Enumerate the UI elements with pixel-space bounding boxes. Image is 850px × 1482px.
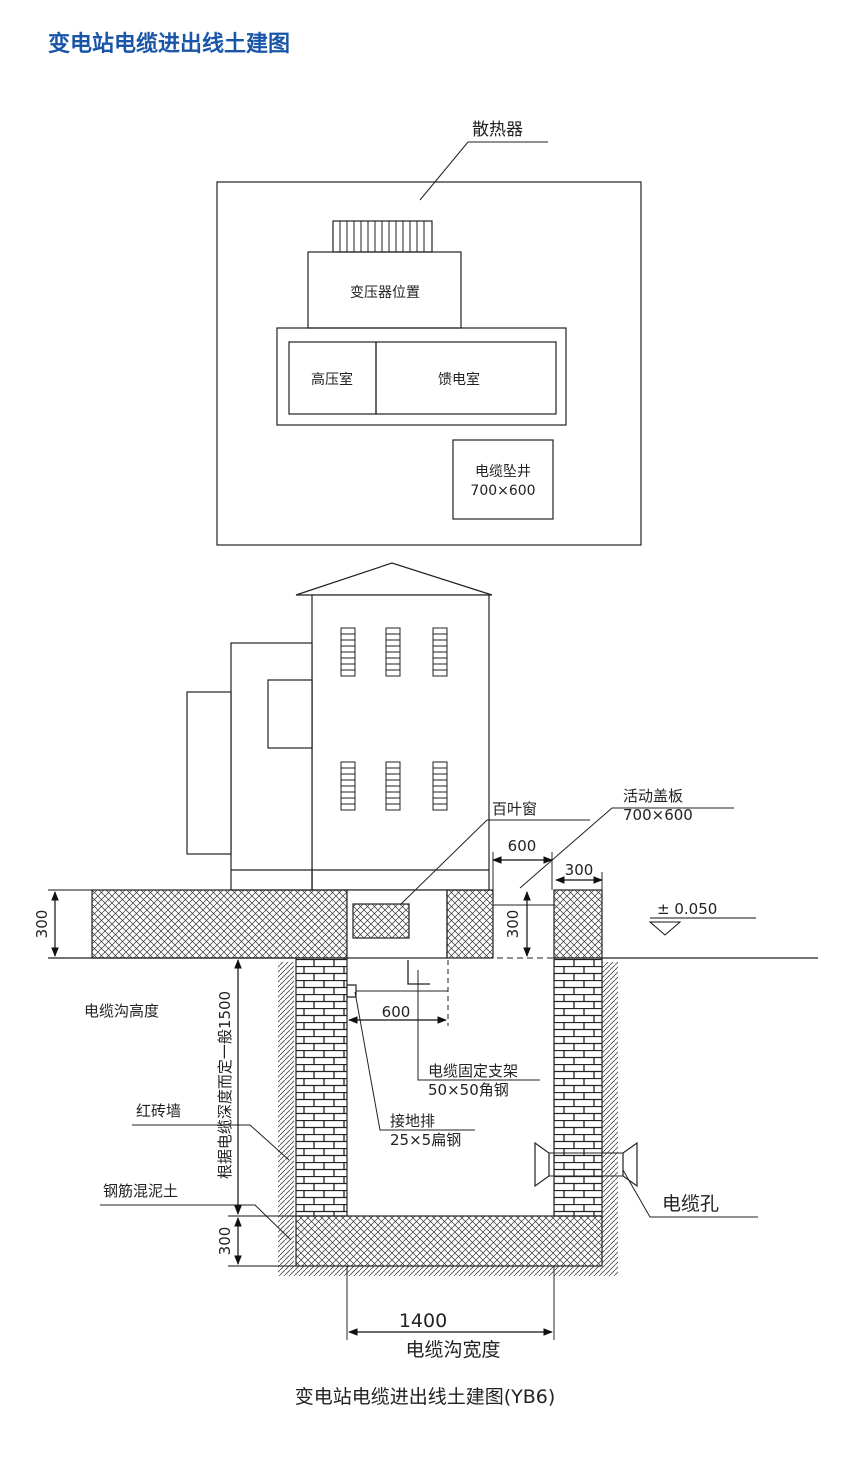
cable-shaft-size: 700×600 [470,483,535,499]
louver-window [352,903,410,939]
louver-unit [340,761,356,811]
cable-shaft-label: 电缆坠井 [475,464,531,480]
transformer-label: 变压器位置 [350,285,420,301]
trench-height-label: 电缆沟高度 [84,1002,159,1020]
brick-wall-right [553,957,603,1217]
red-brick-label: 红砖墙 [136,1102,181,1120]
concrete-label: 钢筋混泥土 [103,1182,178,1200]
foundation-pier-right [553,889,603,959]
dim-300-bottom: 300 [216,1227,234,1256]
dim-300-left: 300 [33,910,51,939]
louver-label: 百叶窗 [492,800,537,818]
feeder-room-box [375,341,557,415]
louvers [340,627,448,811]
feeder-room-label: 馈电室 [438,371,480,388]
louver-unit [385,627,401,677]
concrete-base [295,1215,603,1267]
brick-wall-left [295,957,348,1217]
hv-room-label: 高压室 [311,371,353,388]
soil-right [602,962,618,1276]
depth-note: 根据电缆深度而定一般1500 [216,991,234,1179]
soil-bottom [294,1266,602,1276]
level-value: ± 0.050 [657,900,717,918]
bracket-label: 电缆固定支架 [428,1062,518,1080]
ground-bar [346,984,357,998]
cable-bracket [407,960,430,985]
dim-300-right: 300 [565,861,594,879]
plan-view [216,141,642,546]
cable-shaft-box [452,439,554,520]
cable-hole-left [534,1141,550,1188]
leader-lines [100,807,758,1241]
roof [295,562,493,596]
louver-unit [340,627,356,677]
cable-hole-label: 电缆孔 [662,1193,719,1215]
dim-300-step: 300 [504,910,522,939]
plan-outline [216,181,642,546]
bracket-spec: 50×50角钢 [428,1081,509,1099]
level-marker [648,921,682,936]
cable-hole-right [622,1141,638,1188]
cover-plate-label: 活动盖板 [623,787,683,805]
radiator-side [186,691,232,855]
ground-bar-spec: 25×5扁钢 [390,1131,461,1149]
louver-unit [432,627,448,677]
louver-unit [385,761,401,811]
foundation-slab-left [91,889,348,959]
ground-bar-label: 接地排 [390,1112,435,1130]
soil-left [278,962,294,1276]
foundation-pier-mid [446,889,494,959]
louver-unit [432,761,448,811]
trench-width-label: 电缆沟宽度 [405,1339,500,1361]
radiator-fin-lines [339,221,425,252]
switchgear-outer [276,327,567,426]
dim-600-top: 600 [508,837,537,855]
width-value: 1400 [399,1310,447,1332]
dimensions [48,852,756,1340]
caption: 变电站电缆进出线土建图(YB6) [294,1386,556,1408]
side-unit-panel [267,679,313,749]
page-title: 变电站电缆进出线土建图 [48,32,291,57]
cover-plate-size: 700×600 [623,806,693,824]
dim-600-mid: 600 [382,1003,411,1021]
radiator-label: 散热器 [472,120,523,140]
building-elevation [186,562,493,891]
